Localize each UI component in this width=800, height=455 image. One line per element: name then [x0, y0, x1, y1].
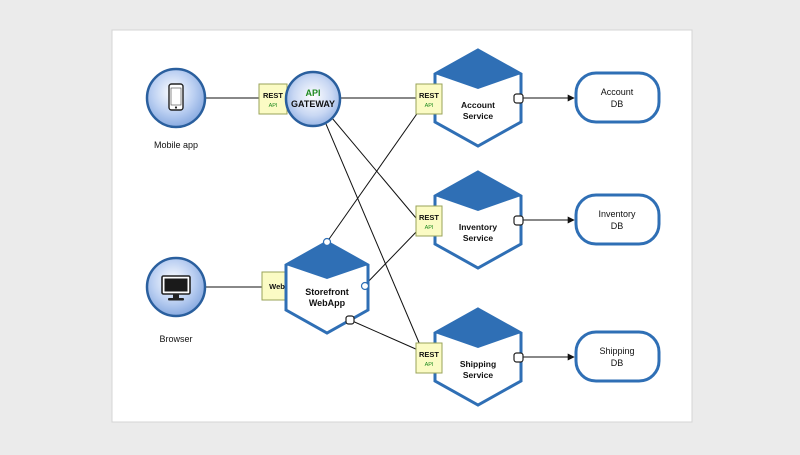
shipping-port: [513, 352, 524, 363]
account-rest-badge: REST API: [415, 83, 443, 115]
account-hexagon-top: [435, 50, 521, 89]
inventory-port: [513, 215, 524, 226]
shipping-db-line1: Shipping: [599, 346, 634, 356]
account-port: [513, 93, 524, 104]
webapp-line1: Storefront: [305, 287, 349, 297]
inventory-service-node[interactable]: Inventory Service: [433, 170, 524, 270]
account-service-node[interactable]: Account Service: [433, 48, 524, 148]
account-service-line1: Account: [461, 100, 495, 110]
shipping-rest-text: REST: [419, 350, 439, 359]
account-db-shape: [574, 71, 661, 124]
smartphone-icon: [168, 83, 184, 111]
storefront-webapp-node[interactable]: Storefront WebApp: [284, 237, 370, 335]
inventory-db-line1: Inventory: [598, 209, 636, 219]
inventory-db-shape: [574, 193, 661, 246]
gateway-rest-badge: REST API: [258, 83, 288, 115]
api-gateway-node[interactable]: API GATEWAY: [284, 70, 342, 128]
account-db-node[interactable]: Account DB: [574, 71, 661, 124]
inventory-rest-text: REST: [419, 213, 439, 222]
shipping-service-node[interactable]: Shipping Service: [433, 307, 524, 407]
inventory-rest-badge: REST API: [415, 205, 443, 237]
account-db-line1: Account: [601, 87, 634, 97]
account-db-line2: DB: [611, 99, 624, 109]
monitor-icon: [161, 275, 191, 301]
gateway-rest-text: REST: [263, 91, 283, 100]
webapp-port-bottom: [345, 315, 355, 325]
connection-lines: [205, 94, 575, 361]
api-gateway-circle: [284, 70, 342, 128]
inventory-service-line1: Inventory: [459, 222, 498, 232]
webapp-hexagon-top: [286, 242, 368, 279]
webapp-port-right: [360, 281, 370, 291]
browser-label: Browser: [159, 334, 192, 344]
shipping-service-line2: Service: [463, 370, 494, 380]
account-api-text: API: [425, 103, 434, 109]
account-service-line2: Service: [463, 111, 494, 121]
web-badge-text: Web: [269, 282, 285, 291]
gateway-api-text: API: [269, 103, 278, 109]
shipping-rest-badge: REST API: [415, 342, 443, 374]
shipping-service-line1: Shipping: [460, 359, 496, 369]
shipping-hexagon-top: [435, 309, 521, 348]
webapp-to-shipping-line: [349, 319, 419, 351]
mobile-app-node[interactable]: Mobile app: [145, 67, 207, 150]
inventory-hexagon-top: [435, 172, 521, 211]
browser-node[interactable]: Browser: [145, 256, 207, 344]
inventory-db-node[interactable]: Inventory DB: [574, 193, 661, 246]
account-rest-text: REST: [419, 91, 439, 100]
inventory-db-line2: DB: [611, 221, 624, 231]
api-gateway-line1: API: [305, 88, 320, 98]
webapp-line2: WebApp: [309, 298, 346, 308]
webapp-to-account-line: [326, 107, 422, 243]
shipping-api-text: API: [425, 362, 434, 368]
shipping-db-shape: [574, 330, 661, 383]
gateway-to-shipping-line: [325, 123, 421, 346]
shipping-db-line2: DB: [611, 358, 624, 368]
webapp-port-top: [322, 237, 332, 247]
webapp-to-inventory-line: [363, 227, 421, 287]
inventory-api-text: API: [425, 225, 434, 231]
mobile-app-label: Mobile app: [154, 140, 198, 150]
gateway-to-inventory-line: [331, 117, 417, 219]
shipping-db-node[interactable]: Shipping DB: [574, 330, 661, 383]
inventory-service-line2: Service: [463, 233, 494, 243]
api-gateway-line2: GATEWAY: [291, 99, 335, 109]
